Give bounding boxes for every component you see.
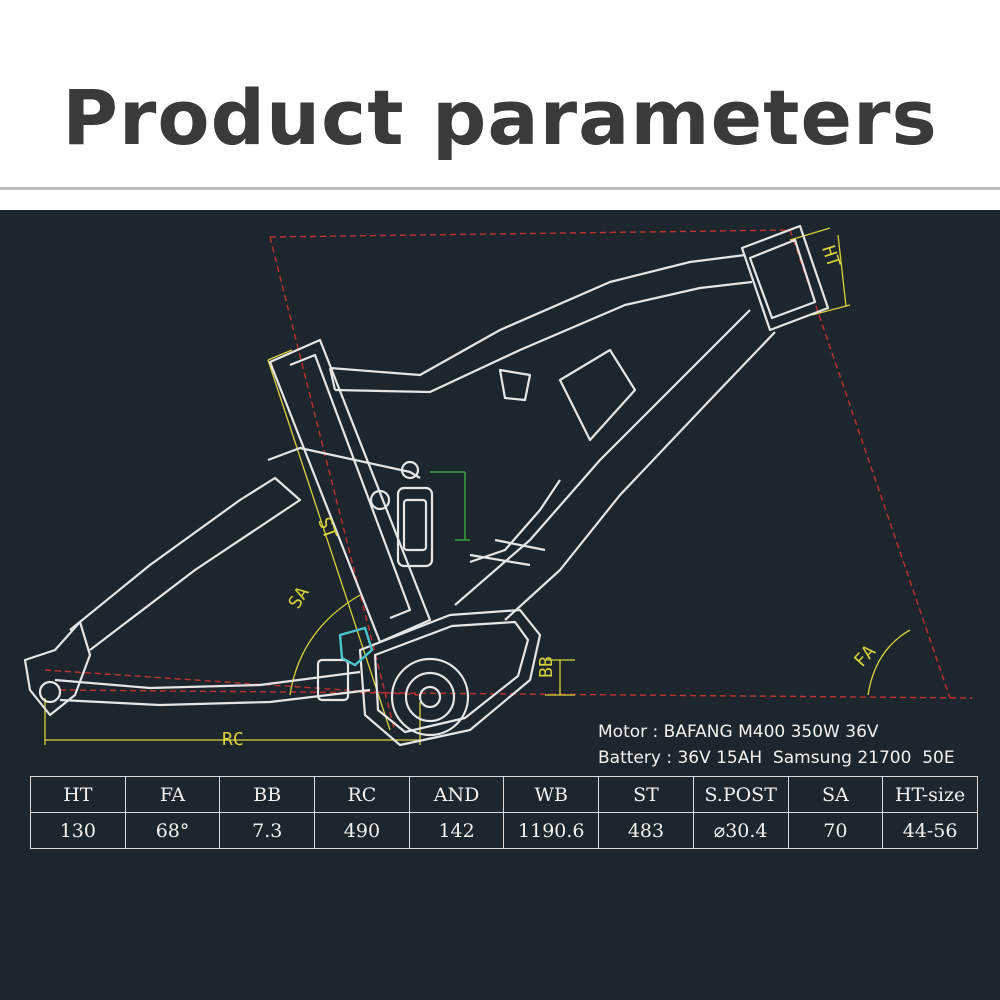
table-cell: 142 — [408, 812, 505, 849]
table-header-cell: AND — [408, 776, 505, 813]
label-bb: BB — [536, 656, 557, 678]
label-rc: RC — [222, 729, 244, 750]
table-cell: 68° — [124, 812, 221, 849]
table-header-cell: WB — [503, 776, 600, 813]
motor-spec: Motor : BAFANG M400 350W 36V — [598, 722, 879, 742]
dimension-labels: HT ST SA FA BB RC — [222, 243, 880, 750]
geometry-lines — [44, 229, 973, 733]
table-cell: 130 — [30, 812, 126, 849]
table-header-cell: HT — [30, 776, 126, 813]
label-sa: SA — [284, 583, 313, 613]
table-cell: 7.3 — [219, 812, 316, 849]
table-header-cell: SA — [787, 776, 884, 813]
header: Product parameters — [0, 0, 1000, 190]
main-pivot-icon — [338, 626, 374, 667]
header-divider — [0, 187, 1000, 190]
diagram-panel: HT ST SA FA BB RC Motor : BAFANG M400 35… — [0, 210, 1000, 1000]
page-title: Product parameters — [62, 73, 938, 162]
table-cell: 1190.6 — [503, 812, 600, 849]
parameters-table: HT FA BB RC AND WB ST S.POST SA HT-size … — [30, 776, 978, 849]
dimension-lines — [44, 227, 911, 745]
link-dimension — [430, 471, 470, 541]
label-st: ST — [313, 515, 340, 543]
table-cell: 44-56 — [882, 812, 978, 849]
table-cell: 490 — [314, 812, 410, 849]
table-header-cell: RC — [314, 776, 410, 813]
frame-outline — [23, 224, 830, 747]
table-cell: 483 — [598, 812, 694, 849]
table-header-row: HT FA BB RC AND WB ST S.POST SA HT-size — [30, 776, 978, 813]
table-header-cell: FA — [124, 776, 221, 813]
frame-drawing: HT ST SA FA BB RC — [23, 224, 973, 750]
table-header-cell: HT-size — [882, 776, 978, 813]
table-header-cell: S.POST — [692, 776, 789, 813]
table-header-cell: BB — [219, 776, 316, 813]
table-header-cell: ST — [598, 776, 694, 813]
battery-spec: Battery : 36V 15AH Samsung 21700 50E — [598, 748, 955, 768]
table-row: 130 68° 7.3 490 142 1190.6 483 ⌀30.4 70 … — [30, 812, 978, 849]
table-cell: ⌀30.4 — [692, 812, 789, 849]
table-cell: 70 — [787, 812, 884, 849]
